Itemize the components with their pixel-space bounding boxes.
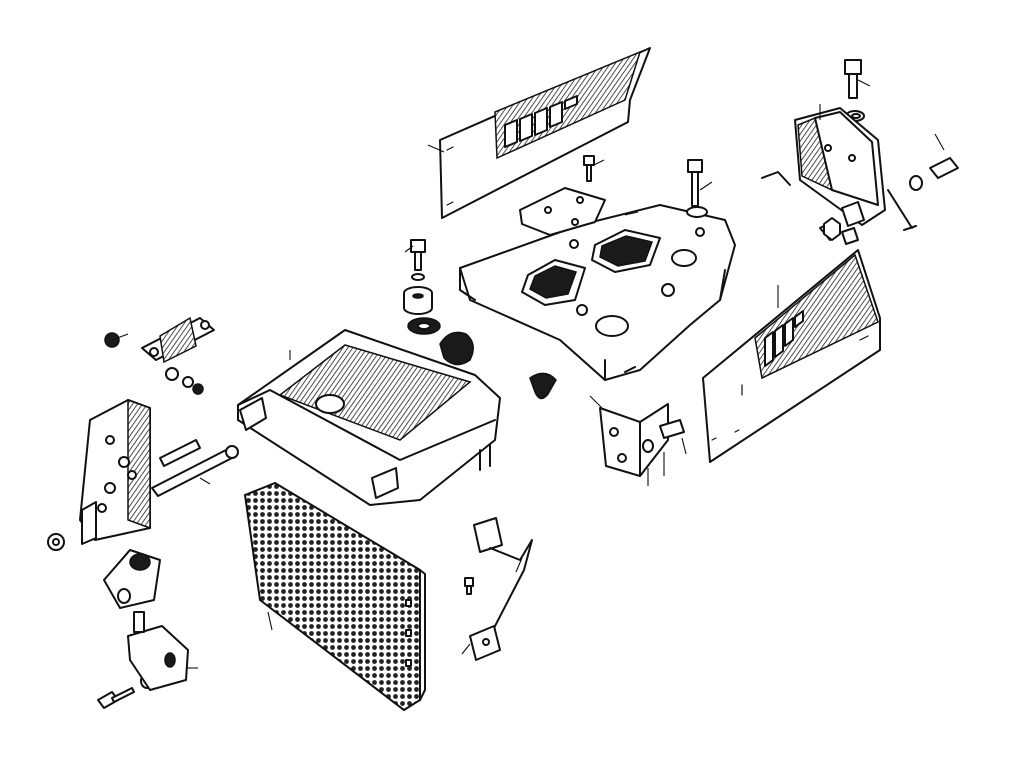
mesh-grille-panel bbox=[243, 481, 426, 712]
top-mounting-plate bbox=[459, 204, 736, 381]
clip-bracket bbox=[104, 316, 215, 395]
corner-bracket bbox=[589, 395, 687, 486]
washers bbox=[47, 113, 861, 551]
mount-dome bbox=[439, 331, 474, 366]
bolt-center-top bbox=[686, 159, 713, 218]
gasket-plate bbox=[519, 187, 606, 236]
hinge-plate bbox=[127, 611, 198, 691]
bolt-left-stack bbox=[404, 239, 426, 281]
console-housing bbox=[237, 329, 501, 506]
rubber-mounts bbox=[403, 286, 557, 400]
mount-cylinder bbox=[403, 286, 433, 315]
upper-front-panel bbox=[427, 47, 651, 219]
bolt-small-top bbox=[583, 155, 605, 182]
right-side-panel bbox=[702, 249, 881, 463]
mount-ring bbox=[407, 317, 441, 335]
right-bracket-housing bbox=[761, 104, 945, 245]
bolt-top-right bbox=[844, 59, 871, 122]
bolt-strut bbox=[464, 577, 474, 595]
nuts bbox=[823, 217, 841, 241]
mount-grommet bbox=[529, 372, 557, 400]
left-upright-bracket bbox=[79, 398, 151, 545]
bolt-right-horizontal bbox=[909, 157, 959, 191]
pin-rod bbox=[151, 439, 239, 497]
hinge-bracket bbox=[103, 549, 161, 609]
support-strut bbox=[461, 517, 533, 661]
